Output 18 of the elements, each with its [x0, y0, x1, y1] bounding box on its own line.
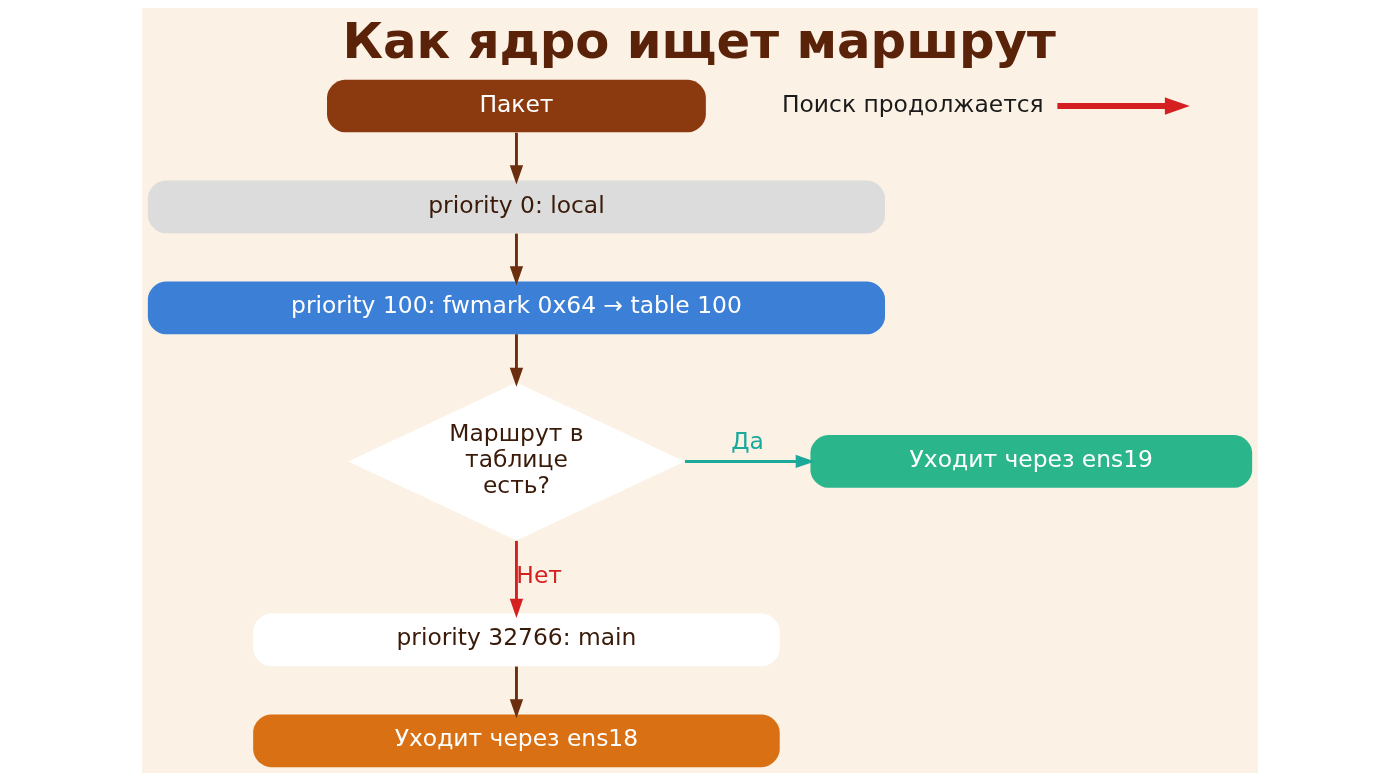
node-diamond: Маршрут в таблице есть?: [348, 382, 685, 541]
edge-label: Нет: [516, 560, 562, 589]
node-box: priority 100: fwmark 0x64 → table 100: [147, 281, 885, 335]
node-box: Уходит через ens19: [810, 435, 1253, 488]
arrow: [509, 666, 524, 719]
arrow: [509, 233, 524, 286]
arrow: [509, 540, 524, 618]
edge-label: Да: [731, 427, 764, 456]
arrow: [685, 454, 815, 469]
node-text: Поиск продолжается: [781, 89, 1044, 118]
arrow: [509, 334, 524, 387]
node-box: priority 32766: main: [253, 613, 780, 667]
node-box: Пакет: [327, 79, 706, 133]
node-box: priority 0: local: [147, 180, 885, 234]
node-box: Уходит через ens18: [253, 714, 780, 768]
arrow: [1057, 97, 1190, 115]
diagram-title: Как ядро ищет маршрут: [342, 12, 1056, 71]
arrow: [509, 132, 524, 185]
